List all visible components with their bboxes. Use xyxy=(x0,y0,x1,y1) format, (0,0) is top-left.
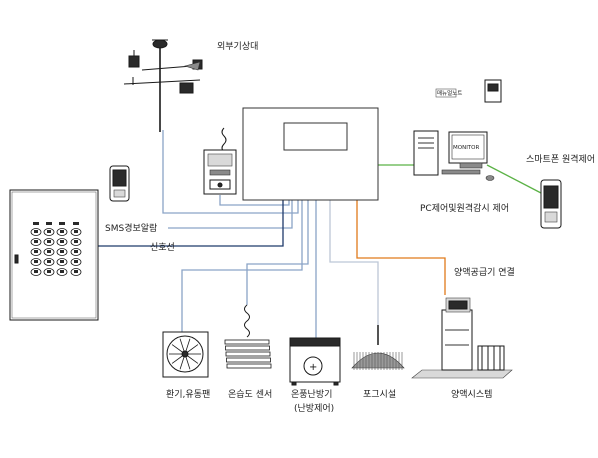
manual-note-label: 매뉴얼노트 xyxy=(437,89,462,97)
control-panel-icon xyxy=(9,189,99,321)
sensor-label: 온습도 센서 xyxy=(228,389,272,400)
signal-line-label: 신호선 xyxy=(150,242,175,253)
line-fog xyxy=(329,190,379,325)
nutrient-supply-label: 양액공급기 연결 xyxy=(454,266,515,278)
line-nutrient xyxy=(356,200,446,295)
svg-text:+: + xyxy=(309,362,317,373)
heater-label-line1: 온풍난방기 xyxy=(291,389,332,400)
heater-label-line2: (난방제어) xyxy=(294,403,334,414)
line-weather-station xyxy=(162,130,299,214)
line-sms xyxy=(168,190,293,229)
line-fan xyxy=(181,190,303,332)
fog-nozzle-icon xyxy=(351,325,405,370)
weather-station-icon xyxy=(123,39,203,132)
heater-icon: + xyxy=(289,337,341,386)
connection-lines xyxy=(98,130,542,338)
nutrient-system-label: 양액시스템 xyxy=(451,388,492,400)
weather-station-label: 외부기상대 xyxy=(217,40,258,52)
pc-control-label: PC제어및원격감시 제어 xyxy=(420,202,509,214)
line-signal xyxy=(98,190,284,247)
sms-phone-icon xyxy=(109,165,130,202)
fan-icon xyxy=(162,331,209,378)
smartphone-icon xyxy=(540,179,562,229)
monitor-text: MONITOR xyxy=(453,145,479,151)
line-smartphone xyxy=(486,164,542,194)
central-controller xyxy=(242,107,379,201)
smartphone-control-label: 스마트폰 원격제어 xyxy=(526,153,595,165)
controller-display xyxy=(283,122,348,151)
sensor-icon xyxy=(224,304,272,369)
manual-book-icon xyxy=(435,79,502,103)
pc-computer-icon xyxy=(413,130,495,181)
fog-label: 포그시설 xyxy=(363,389,396,400)
sms-alarm-label: SMS경보알람 xyxy=(105,222,157,234)
controller-unit-icon xyxy=(203,127,237,195)
fan-label: 환기,유동팬 xyxy=(166,388,210,400)
nutrient-machine-icon xyxy=(411,297,513,379)
line-sensor xyxy=(246,190,309,305)
